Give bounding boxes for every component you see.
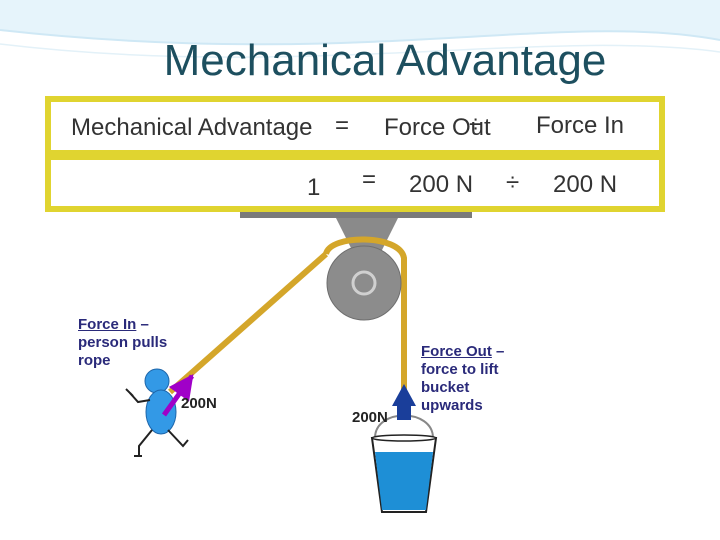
force-out-arrow xyxy=(392,384,416,420)
values-box: 1 = 200 N ÷ 200 N xyxy=(45,154,665,212)
rope-pull-side xyxy=(168,251,328,395)
ceiling-bar xyxy=(240,212,472,218)
value-ma: 1 xyxy=(307,174,321,201)
formula-force-out-label: Force Out xyxy=(384,114,491,141)
force-in-note-dash: – xyxy=(136,316,149,333)
header-wave-decoration xyxy=(0,0,720,58)
value-force-in: 200 N xyxy=(553,171,618,198)
force-out-note-dash: – xyxy=(491,343,505,360)
force-in-note-heading: Force In xyxy=(78,316,137,333)
force-out-note-heading: Force Out xyxy=(421,343,492,360)
value-equals-sign: = xyxy=(362,166,377,193)
formula-box: Mechanical Advantage = Force Out ÷ Force… xyxy=(45,96,665,156)
force-out-value-label: 200N xyxy=(352,409,388,426)
value-divide-sign: ÷ xyxy=(506,169,520,196)
formula-ma-label: Mechanical Advantage xyxy=(71,114,313,141)
force-in-note: Force In – person pulls rope xyxy=(78,316,167,370)
force-out-note: Force Out – force to lift bucket upwards xyxy=(421,343,504,415)
person-figure xyxy=(125,368,189,457)
force-in-arrow xyxy=(161,373,195,417)
formula-divide-sign: ÷ xyxy=(469,111,483,138)
force-out-note-line3: bucket xyxy=(421,379,470,396)
force-in-note-line3: rope xyxy=(78,352,111,369)
force-in-value-label: 200N xyxy=(181,395,217,412)
slide-title: Mechanical Advantage xyxy=(163,36,607,85)
rope-over-pulley xyxy=(323,236,407,396)
bucket-rim xyxy=(371,434,437,442)
pulley-axle xyxy=(351,270,377,296)
formula-force-in-label: Force In xyxy=(536,112,625,139)
force-out-note-line4: upwards xyxy=(421,397,483,414)
value-force-out: 200 N xyxy=(409,171,474,198)
formula-equals-sign: = xyxy=(335,112,350,139)
force-in-note-line2: person pulls xyxy=(78,334,168,351)
bucket-water xyxy=(375,452,433,510)
force-out-note-line2: force to lift xyxy=(421,361,499,378)
